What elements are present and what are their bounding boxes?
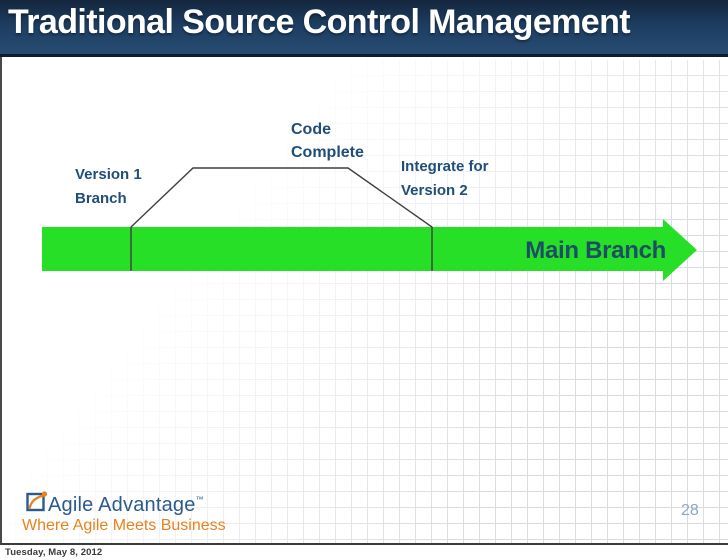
slide-body (0, 60, 728, 543)
page-number: 28 (681, 502, 699, 519)
logo-tagline: Where Agile Meets Business (22, 517, 226, 534)
agile-advantage-logo-icon (26, 491, 48, 512)
version1-branch-label-line2: Branch (75, 190, 127, 207)
slide-left-border (0, 57, 2, 545)
slide-title: Traditional Source Control Management (8, 3, 631, 41)
code-complete-label-line2: Complete (291, 144, 364, 161)
logo-trademark: ™ (195, 495, 204, 504)
logo-name-text: Agile Advantage (48, 494, 196, 516)
code-complete-label: Code Complete (291, 118, 364, 164)
logo-name: Agile Advantage™ (48, 489, 204, 516)
version1-branch-label-line1: Version 1 (75, 166, 142, 183)
version1-branch-label: Version 1 Branch (75, 163, 142, 211)
grid-fade-overlay (0, 60, 728, 543)
code-complete-label-line1: Code (291, 121, 331, 138)
footer-date: Tuesday, May 8, 2012 (5, 547, 103, 558)
integrate-label-line2: Version 2 (401, 182, 468, 199)
integrate-for-version2-label: Integrate for Version 2 (401, 155, 489, 203)
integrate-label-line1: Integrate for (401, 158, 489, 175)
title-bar: Traditional Source Control Management (0, 0, 728, 57)
date-strip: Tuesday, May 8, 2012 (0, 545, 728, 560)
slide-bottom-border (0, 543, 728, 545)
agile-advantage-logo: Agile Advantage™ Where Agile Meets Busin… (22, 489, 226, 535)
main-branch-label: Main Branch (525, 237, 666, 264)
